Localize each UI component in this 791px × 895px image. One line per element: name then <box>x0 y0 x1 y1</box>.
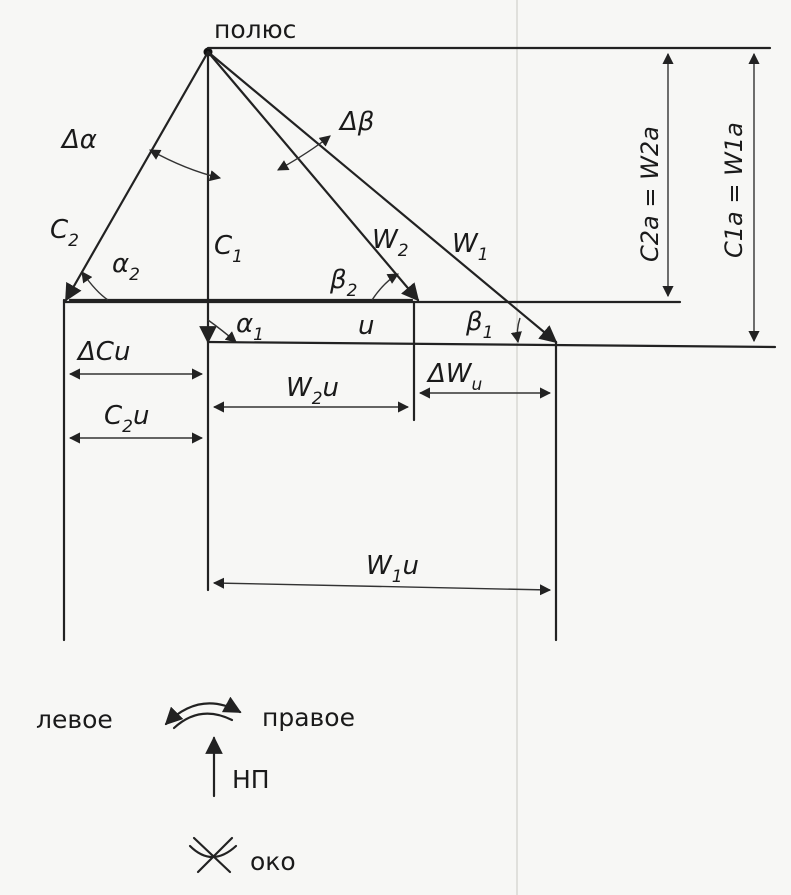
beta1-arc <box>510 317 522 344</box>
w2u-label: W2u <box>286 373 339 409</box>
w1-label: W1 <box>452 229 489 265</box>
np-label: НП <box>232 765 270 794</box>
c1-label: C1 <box>214 231 243 267</box>
delta-beta-arc <box>277 135 331 171</box>
c2-vector <box>64 50 210 302</box>
alpha2-label: α2 <box>112 249 140 285</box>
pole-label: полюс <box>214 15 296 44</box>
eye-label: око <box>250 847 296 876</box>
right-rotation-label: правое <box>262 703 355 732</box>
eye-icon <box>188 836 238 874</box>
w2-label: W2 <box>372 225 409 261</box>
c1a-w1a-label: C1a = W1a <box>720 122 748 258</box>
c2u-label: C2u <box>104 401 149 437</box>
delta-alpha-arc <box>149 149 222 182</box>
u-label: u <box>358 311 374 341</box>
rotation-arc-outer <box>164 696 242 726</box>
rotation-arc-inner <box>172 712 234 730</box>
alpha2-arc <box>81 271 109 301</box>
beta2-arc <box>371 273 399 301</box>
beta2-label: β2 <box>329 265 357 301</box>
beta1-label: β1 <box>465 307 493 343</box>
left-rotation-label: левое <box>36 705 113 734</box>
delta-beta-label: Δβ <box>338 107 374 137</box>
alpha1-arc <box>207 319 237 343</box>
inlet-baseline <box>206 340 777 349</box>
w2-vector <box>206 50 420 302</box>
c2a-w2a-label: C2a = W2a <box>636 126 664 262</box>
delta-cu-label: ΔCu <box>76 337 130 367</box>
delta-wu-label: ΔWu <box>426 359 483 395</box>
alpha1-label: α1 <box>236 309 264 345</box>
w1u-label: W1u <box>366 551 419 587</box>
c2-label: C2 <box>50 215 79 251</box>
w1-vector <box>206 50 558 344</box>
delta-alpha-label: Δα <box>60 125 97 155</box>
w1u-dimension <box>212 577 552 596</box>
